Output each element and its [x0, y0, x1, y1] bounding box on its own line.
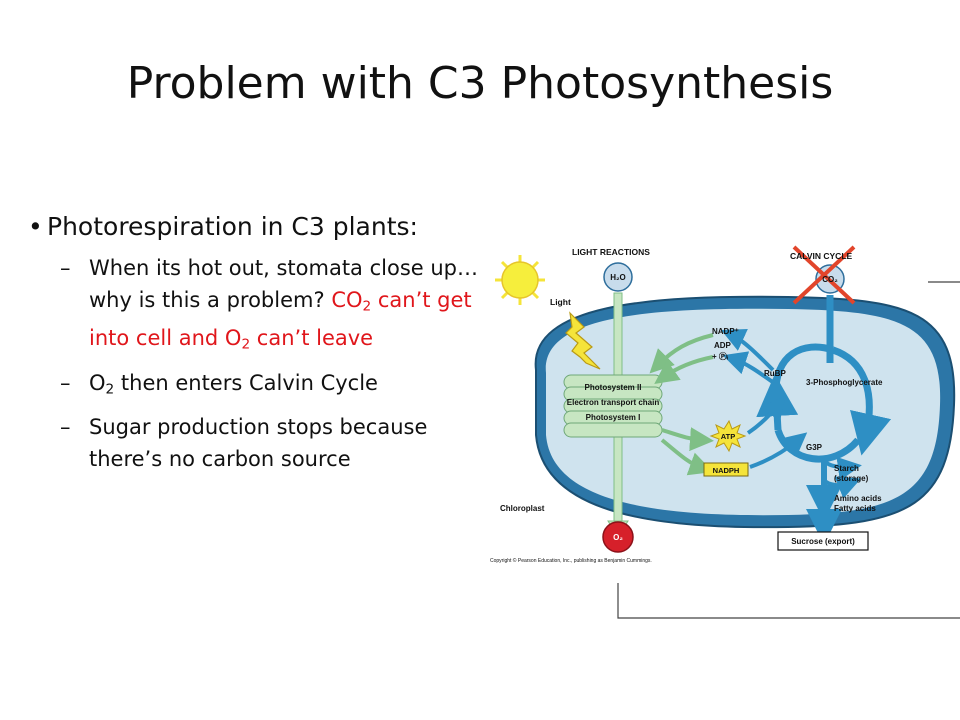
- label-storage: (storage): [834, 474, 869, 483]
- subscript: 2: [362, 298, 372, 315]
- label-co2: CO₂: [822, 275, 838, 284]
- thylakoid-stack: [563, 374, 663, 438]
- cross-out-mark: [792, 245, 856, 305]
- red-answer-end: can’t leave: [250, 326, 374, 351]
- label-atp: ATP: [721, 432, 735, 441]
- label-amino-acids: Amino acids: [834, 494, 882, 503]
- bullet-list: • Photorespiration in C3 plants: – When …: [28, 208, 478, 475]
- amino-arrow: [822, 476, 862, 499]
- red-answer: CO2 can’t get into cell and O2 can’t lea…: [89, 288, 472, 353]
- atp-burst: [709, 419, 747, 453]
- h2o-molecule: [603, 262, 633, 292]
- label-nadph: NADPH: [713, 466, 740, 475]
- label-nadp: NADP⁺: [712, 327, 739, 336]
- cycle-to-adp-arrow: [722, 351, 776, 385]
- sub-bullet-text: then enters Calvin Cycle: [114, 370, 378, 395]
- bullet-photorespiration: • Photorespiration in C3 plants:: [28, 208, 478, 246]
- label-o2: O₂: [613, 533, 623, 542]
- label-pi: + Ⓟᵢ: [712, 351, 728, 361]
- label-light: Light: [550, 297, 571, 307]
- starch-arrow: [822, 456, 862, 481]
- sucrose-box: [777, 531, 869, 551]
- nadph-to-cycle-arrow: [749, 432, 808, 469]
- calvin-arc-left: [756, 374, 799, 431]
- atp-to-cycle-arrow: [746, 395, 786, 435]
- nadph-box: [703, 462, 749, 477]
- red-answer-mid: can’t get into cell and O: [89, 288, 472, 351]
- sub-bullet-stomata: – When its hot out, stomata close up…why…: [28, 252, 478, 361]
- nadph-arrow: [660, 438, 714, 476]
- label-h2o: H₂O: [610, 273, 626, 282]
- bullet-text: Photorespiration in C3 plants:: [47, 212, 418, 241]
- bullet-dash: –: [60, 415, 71, 440]
- label-rubp: RuBP: [764, 369, 786, 378]
- label-photosystem-i: Photosystem I: [586, 413, 641, 422]
- label-adp: ADP: [714, 341, 732, 350]
- co2-text: CO: [331, 288, 363, 312]
- o2-text: O: [89, 370, 106, 395]
- slide-title: Problem with C3 Photosynthesis: [126, 58, 834, 109]
- label-sucrose: Sucrose (export): [791, 537, 855, 546]
- subscript: 2: [241, 336, 251, 353]
- adp-return-arrow: [654, 355, 714, 384]
- copyright-note: Copyright © Pearson Education, Inc., pub…: [490, 557, 652, 564]
- label-calvin-cycle: CALVIN CYCLE: [790, 251, 853, 261]
- label-light-reactions: LIGHT REACTIONS: [572, 247, 650, 257]
- label-chloroplast: Chloroplast: [500, 504, 545, 513]
- sub-bullet-text: When its hot out, stomata close up…why i…: [89, 256, 479, 312]
- frame-line: [617, 583, 960, 619]
- label-starch: Starch: [834, 464, 859, 473]
- calvin-arc-right: [831, 346, 892, 456]
- photosynthesis-diagram: LIGHT REACTIONS CALVIN CYCLE H₂O CO₂ O₂ …: [490, 245, 960, 619]
- label-3-phosphoglycerate: 3-Phosphoglycerate: [806, 378, 883, 387]
- label-fatty-acids: Fatty acids: [834, 504, 876, 513]
- atp-arrow: [661, 427, 714, 452]
- light-bolt-icon: [565, 311, 601, 370]
- subscript: 2: [105, 381, 115, 398]
- sub-bullet-sugar: – Sugar production stops because there’s…: [28, 411, 478, 475]
- sun-icon: [495, 255, 545, 305]
- o2-molecule: [602, 521, 634, 553]
- bullet-dash: –: [60, 370, 71, 395]
- sub-bullet-o2-enters: – O2 then enters Calvin Cycle: [28, 367, 478, 405]
- bullet-dot: •: [28, 212, 43, 241]
- label-photosystem-ii: Photosystem II: [585, 383, 642, 392]
- sub-bullet-text: Sugar production stops because there’s n…: [89, 415, 428, 472]
- cycle-to-nadp-arrow: [721, 329, 775, 372]
- bullet-dash: –: [60, 256, 71, 280]
- label-g3p: G3P: [806, 443, 823, 452]
- label-etc: Electron transport chain: [567, 398, 660, 407]
